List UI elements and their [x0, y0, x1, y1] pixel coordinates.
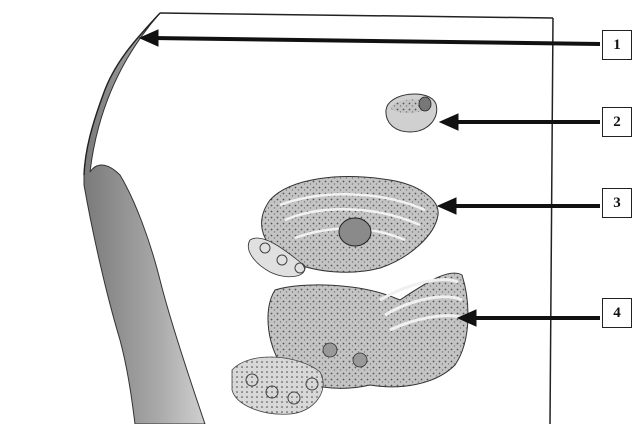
- label-1-text: 1: [613, 37, 621, 54]
- label-2-text: 2: [613, 114, 621, 131]
- arrow-1: [140, 30, 600, 46]
- organelle-3: [248, 177, 438, 277]
- label-1: 1: [602, 30, 632, 60]
- cell-membrane: [84, 13, 205, 424]
- label-4: 4: [602, 298, 632, 328]
- arrow-2: [440, 114, 600, 130]
- label-3: 3: [602, 188, 632, 218]
- arrow-4: [458, 310, 600, 326]
- organelle-2: [386, 94, 437, 132]
- arrow-3: [438, 198, 600, 214]
- label-4-text: 4: [613, 305, 621, 322]
- label-3-text: 3: [613, 195, 621, 212]
- organelle-4: [232, 273, 468, 414]
- label-2: 2: [602, 107, 632, 137]
